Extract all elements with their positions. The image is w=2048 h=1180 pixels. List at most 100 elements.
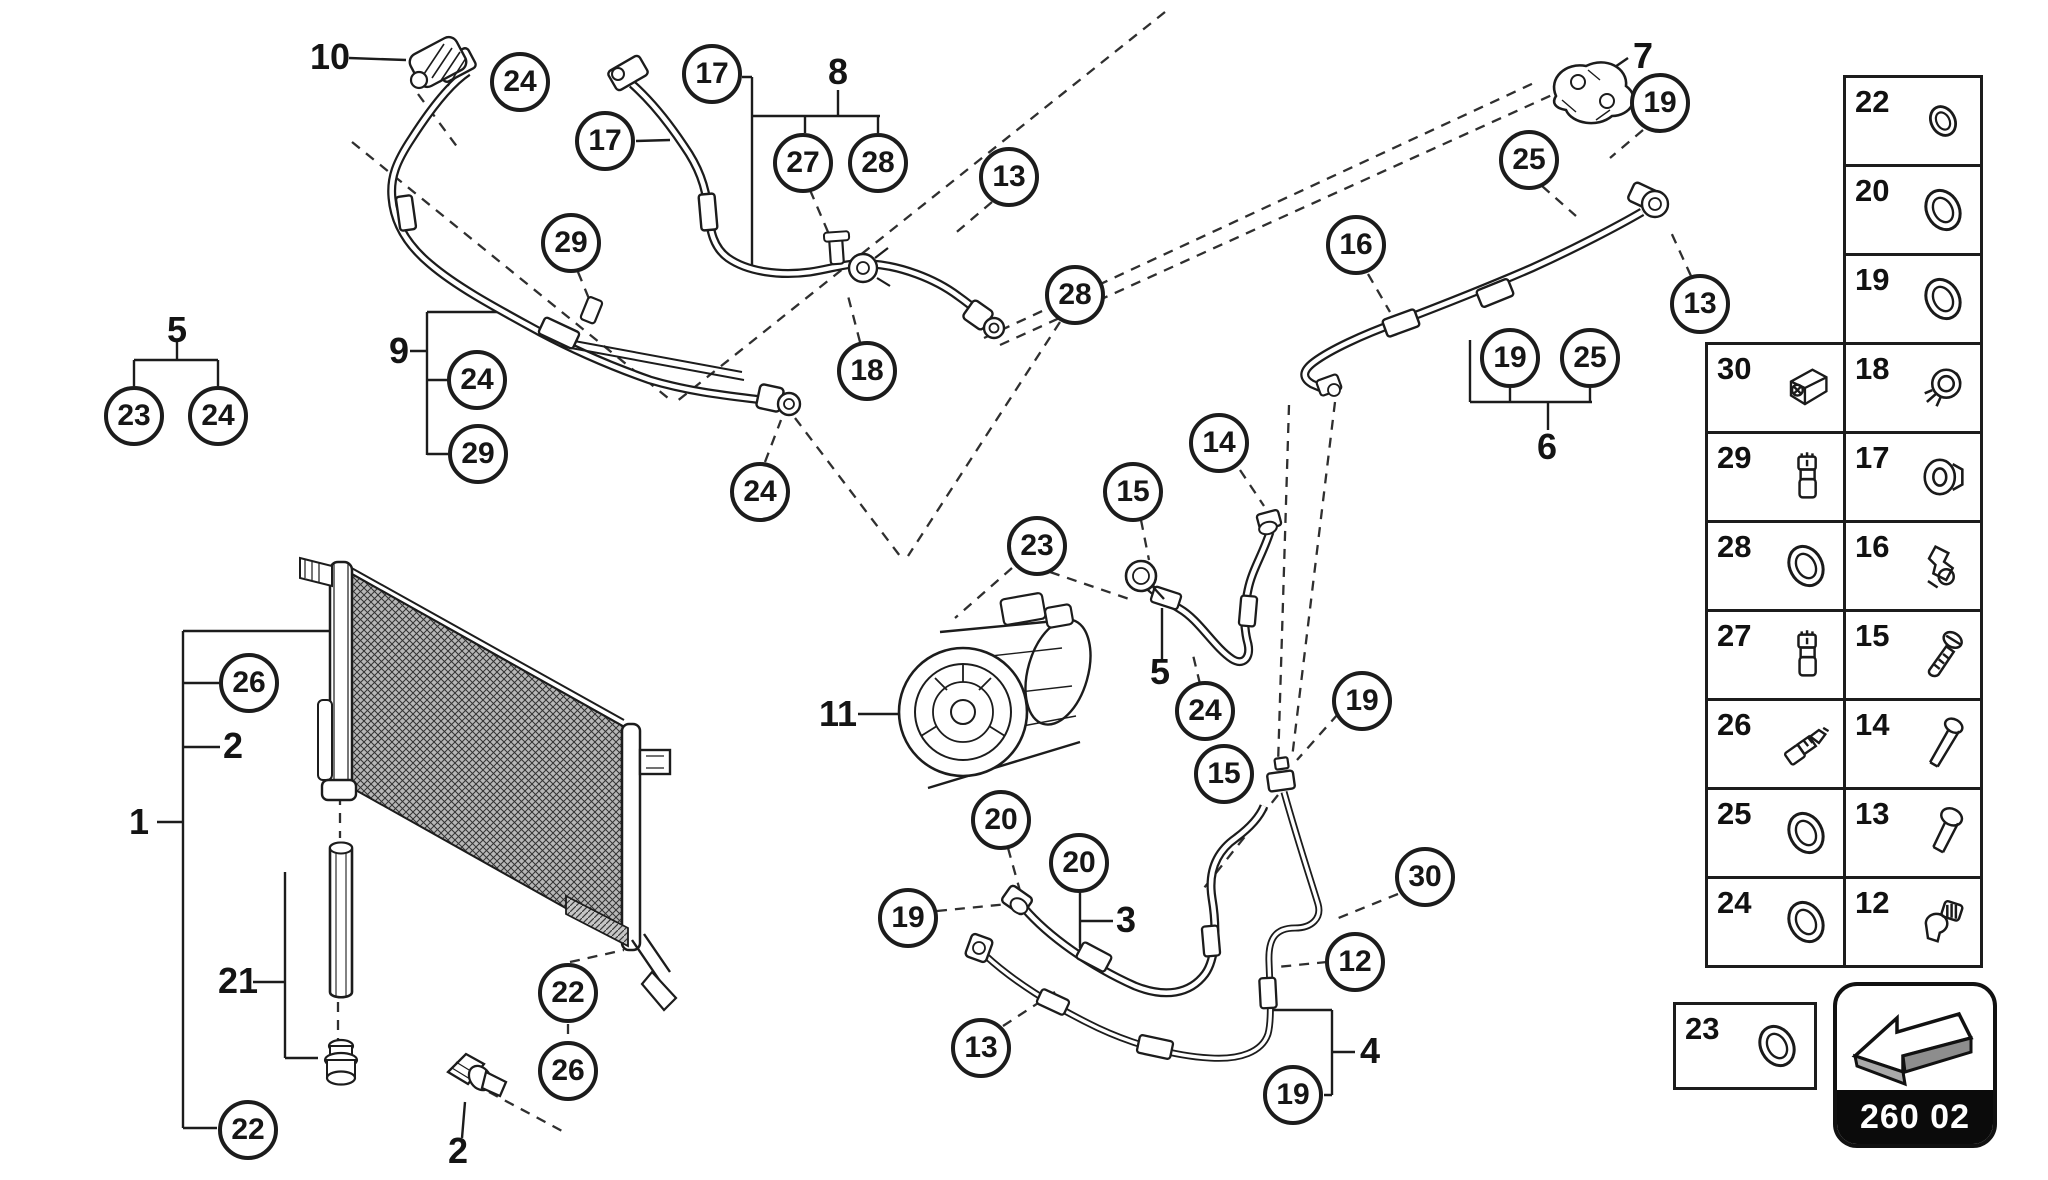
table-code: 260 02: [1860, 1097, 1970, 1136]
item-label-8[interactable]: 8: [827, 51, 849, 92]
item-label-6[interactable]: 6: [1536, 426, 1558, 467]
item-label-2[interactable]: 2: [222, 725, 244, 766]
balloon-24[interactable]: 24: [447, 350, 507, 410]
balloon-19[interactable]: 19: [1332, 671, 1392, 731]
balloon-18[interactable]: 18: [837, 341, 897, 401]
balloon-14[interactable]: 14: [1189, 413, 1249, 473]
balloon-13[interactable]: 13: [979, 147, 1039, 207]
balloon-13[interactable]: 13: [1670, 274, 1730, 334]
balloon-27[interactable]: 27: [773, 133, 833, 193]
item-label-1[interactable]: 1: [128, 801, 150, 842]
legend-number: 22: [1855, 84, 1890, 119]
legend-item-29[interactable]: 29: [1705, 431, 1846, 523]
legend-number: 14: [1855, 707, 1890, 742]
legend-item-17[interactable]: 17: [1843, 431, 1983, 523]
balloon-22[interactable]: 22: [538, 963, 598, 1023]
compressor: [897, 592, 1092, 790]
legend-item-24[interactable]: 24: [1705, 876, 1846, 968]
oring-icon: [1777, 804, 1835, 862]
balloon-25[interactable]: 25: [1499, 130, 1559, 190]
balloon-28[interactable]: 28: [1045, 265, 1105, 325]
legend-item-26[interactable]: 26: [1705, 698, 1846, 790]
balloon-20[interactable]: 20: [1049, 833, 1109, 893]
long-screw-icon: [1914, 715, 1972, 773]
balloon-15[interactable]: 15: [1194, 744, 1254, 804]
balloon-19[interactable]: 19: [878, 888, 938, 948]
clip-ring-icon: [1914, 359, 1972, 417]
item-label-10[interactable]: 10: [309, 36, 351, 77]
balloon-13[interactable]: 13: [951, 1018, 1011, 1078]
legend-number: 30: [1717, 351, 1752, 386]
legend-number: 20: [1855, 173, 1890, 208]
legend-item-28[interactable]: 28: [1705, 520, 1846, 612]
balloon-28[interactable]: 28: [848, 133, 908, 193]
callout-leader-lines: [132, 56, 1629, 1139]
item-label-5[interactable]: 5: [166, 309, 188, 350]
legend-item-19[interactable]: 19: [1843, 253, 1983, 345]
receiver-drier: [323, 841, 359, 1086]
balloon-19[interactable]: 19: [1480, 328, 1540, 388]
balloon-15[interactable]: 15: [1103, 462, 1163, 522]
item-label-21[interactable]: 21: [217, 960, 259, 1001]
oring-small-icon: [1914, 92, 1972, 150]
legend-item-15[interactable]: 15: [1843, 609, 1983, 701]
legend-item-25[interactable]: 25: [1705, 787, 1846, 879]
item-label-2[interactable]: 2: [447, 1130, 469, 1171]
balloon-24[interactable]: 24: [1175, 681, 1235, 741]
legend-item-23[interactable]: 23: [1673, 1002, 1817, 1090]
service-valve-icon: [1777, 626, 1835, 684]
item-label-7[interactable]: 7: [1632, 35, 1654, 76]
balloon-22[interactable]: 22: [218, 1100, 278, 1160]
assembly-dashed-lines: [336, 11, 1693, 1134]
item-label-11[interactable]: 11: [818, 693, 858, 734]
balloon-19[interactable]: 19: [1263, 1065, 1323, 1125]
legend-number: 28: [1717, 529, 1752, 564]
legend-item-18[interactable]: 18: [1843, 342, 1983, 434]
item-label-3[interactable]: 3: [1115, 899, 1137, 940]
balloon-29[interactable]: 29: [448, 424, 508, 484]
legend-number: 27: [1717, 618, 1752, 653]
balloon-23[interactable]: 23: [1007, 516, 1067, 576]
hex-bolt-icon: [1914, 626, 1972, 684]
legend-number: 19: [1855, 262, 1890, 297]
legend-item-13[interactable]: 13: [1843, 787, 1983, 879]
balloon-20[interactable]: 20: [971, 790, 1031, 850]
balloon-23[interactable]: 23: [104, 386, 164, 446]
service-valve-icon: [1777, 448, 1835, 506]
balloon-30[interactable]: 30: [1395, 847, 1455, 907]
balloon-24[interactable]: 24: [490, 52, 550, 112]
condenser: [299, 556, 678, 1012]
legend-number: 13: [1855, 796, 1890, 831]
balloon-25[interactable]: 25: [1560, 328, 1620, 388]
legend-number: 23: [1685, 1011, 1720, 1046]
balloon-26[interactable]: 26: [538, 1041, 598, 1101]
hose-assembly-5: [1124, 508, 1283, 667]
sealing-cap-icon: [1914, 448, 1972, 506]
balloon-26[interactable]: 26: [219, 653, 279, 713]
item-label-4[interactable]: 4: [1359, 1030, 1381, 1071]
legend-item-30[interactable]: 30: [1705, 342, 1846, 434]
section-arrow-icon: [1843, 994, 1989, 1090]
legend-number: 29: [1717, 440, 1752, 475]
legend-number: 17: [1855, 440, 1890, 475]
item-label-9[interactable]: 9: [388, 330, 410, 371]
balloon-19[interactable]: 19: [1630, 73, 1690, 133]
legend-item-12[interactable]: 12: [1843, 876, 1983, 968]
legend-item-16[interactable]: 16: [1843, 520, 1983, 612]
balloon-17[interactable]: 17: [575, 111, 635, 171]
balloon-12[interactable]: 12: [1325, 932, 1385, 992]
oring-icon: [1777, 893, 1835, 951]
legend-item-14[interactable]: 14: [1843, 698, 1983, 790]
balloon-16[interactable]: 16: [1326, 215, 1386, 275]
mount-block-icon: [1777, 359, 1835, 417]
table-code-badge[interactable]: 260 02: [1833, 982, 1997, 1148]
balloon-24[interactable]: 24: [730, 462, 790, 522]
legend-item-27[interactable]: 27: [1705, 609, 1846, 701]
legend-item-20[interactable]: 20: [1843, 164, 1983, 256]
balloon-29[interactable]: 29: [541, 213, 601, 273]
item-label-5[interactable]: 5: [1149, 651, 1171, 692]
balloon-24[interactable]: 24: [188, 386, 248, 446]
balloon-17[interactable]: 17: [682, 44, 742, 104]
legend-item-22[interactable]: 22: [1843, 75, 1983, 167]
